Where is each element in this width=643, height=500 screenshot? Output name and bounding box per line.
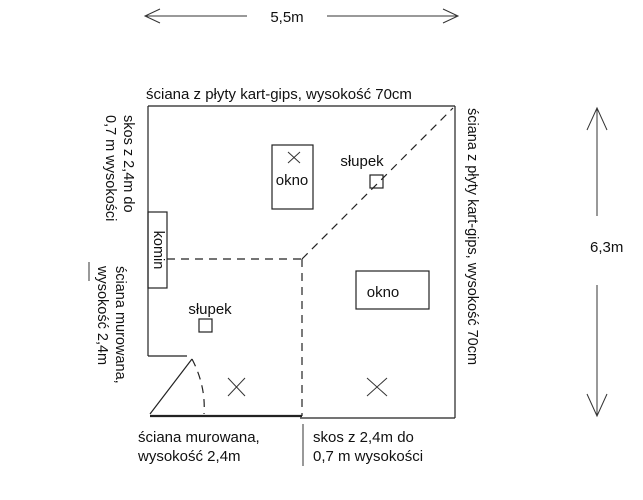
left-slope-label-line2: 0,7 m wysokości [102, 115, 118, 221]
door [149, 358, 205, 415]
width-dimension: 5,5m [143, 8, 460, 26]
chimney: komin [147, 211, 168, 289]
window-right-label: okno [367, 284, 400, 301]
width-label: 5,5m [270, 9, 303, 26]
bottom-masonry-label-line2: wysokość 2,4m [137, 448, 241, 465]
door-leaf [149, 358, 193, 415]
x-marker-right-b [366, 377, 388, 397]
bottom-slope-label-line2: 0,7 m wysokości [313, 448, 423, 465]
room-outline [147, 105, 456, 419]
window-right-box [355, 270, 430, 310]
pillar-top-marker [369, 174, 384, 189]
left-slope-label-line1: skos z 2,4m do [120, 115, 136, 213]
pillar-top: słupek [340, 153, 384, 189]
window-top-label: okno [276, 172, 309, 189]
bottom-slope-label-line1: skos z 2,4m do [313, 429, 414, 446]
interior-dashed-lines [167, 107, 454, 416]
door-swing-arc [191, 358, 205, 415]
left-slope-label: skos z 2,4m do 0,7 m wysokości [102, 115, 136, 221]
window-top-box [271, 144, 314, 210]
right-wall-label: ściana z płyty kart-gips, wysokość 70cm [464, 108, 480, 365]
x-marker-left [227, 377, 246, 397]
chimney-label: komin [150, 231, 166, 270]
pillar-left-marker [198, 318, 213, 333]
height-dimension: 6,3m [586, 106, 623, 418]
bottom-masonry-label: ściana murowana, wysokość 2,4m [137, 429, 260, 465]
top-wall-label: ściana z płyty kart-gips, wysokość 70cm [146, 86, 412, 103]
left-masonry-label-line2: wysokość 2,4m [94, 265, 110, 365]
height-arrow-top-head [586, 106, 608, 131]
width-arrow-right-head [442, 8, 460, 24]
height-label: 6,3m [590, 239, 623, 256]
pillar-left-label: słupek [188, 301, 232, 318]
bottom-masonry-label-line1: ściana murowana, [138, 429, 260, 446]
left-masonry-label-line1: ściana murowana, [112, 266, 128, 384]
dashed-diagonal [301, 107, 454, 260]
x-marker-left-b [227, 377, 246, 397]
chimney-box [147, 211, 168, 289]
bottom-slope-label: skos z 2,4m do 0,7 m wysokości [313, 429, 423, 465]
left-masonry-label: ściana murowana, wysokość 2,4m [94, 265, 128, 384]
window-right: okno [355, 270, 430, 310]
width-arrow-left-head [143, 8, 161, 24]
window-top: okno [271, 144, 314, 210]
x-marker-right [366, 377, 388, 397]
window-top-cross-b [287, 151, 301, 164]
height-arrow-bottom-head [586, 393, 608, 418]
pillar-left: słupek [188, 301, 232, 333]
pillar-top-label: słupek [340, 153, 384, 170]
